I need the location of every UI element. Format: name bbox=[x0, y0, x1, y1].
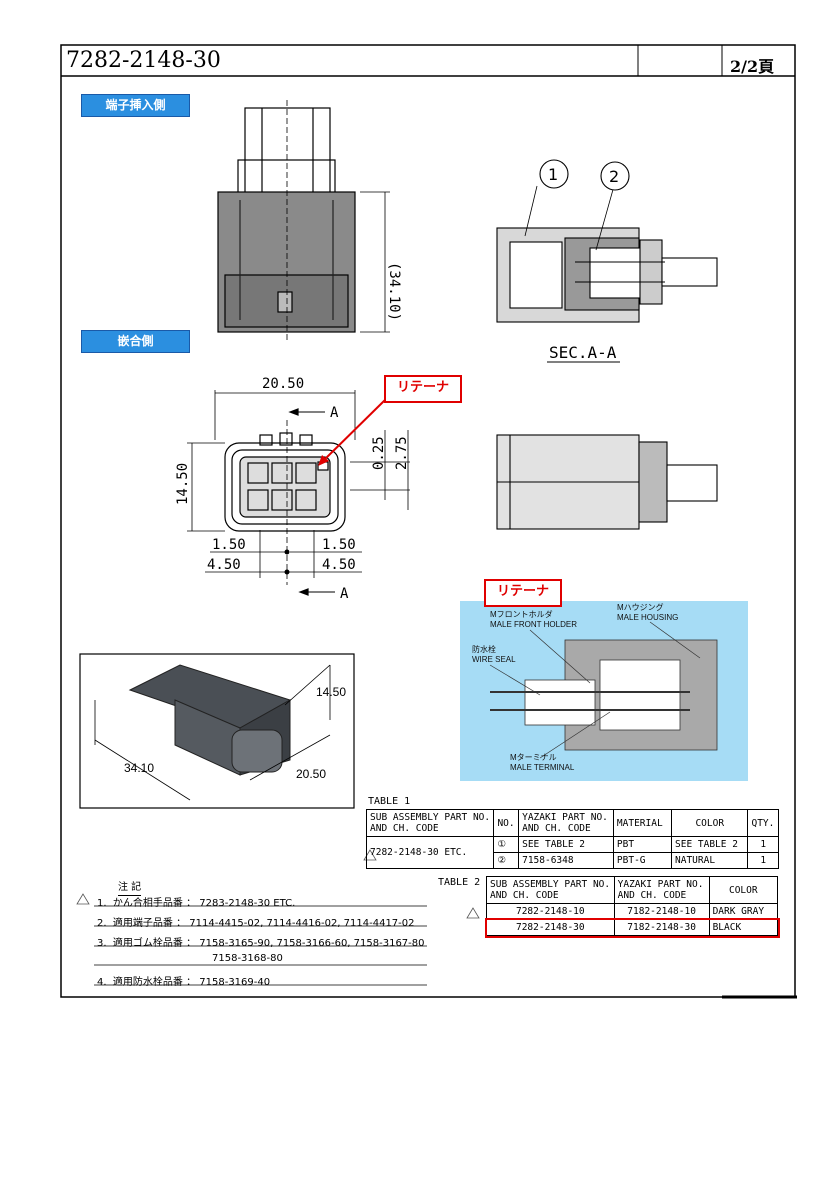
t1-qty: 1 bbox=[747, 852, 779, 869]
t2-color: BLACK bbox=[708, 919, 779, 936]
part-number-title: 7282-2148-30 bbox=[66, 48, 221, 73]
t2-sub: 7282-2148-10 bbox=[486, 903, 615, 920]
notes-title: 注 記 bbox=[118, 878, 142, 896]
warning-icon bbox=[466, 907, 480, 919]
isometric-connector bbox=[128, 664, 292, 776]
dim-275: 2.75 bbox=[394, 436, 410, 470]
t1-h-color: COLOR bbox=[671, 809, 749, 837]
t1-material: PBT-G bbox=[612, 852, 673, 869]
terminal-side-view bbox=[217, 100, 390, 340]
dim-450-right: 4.50 bbox=[322, 557, 356, 573]
t1-no: ① bbox=[493, 836, 520, 853]
dim-side: 14.50 bbox=[175, 463, 191, 505]
t2-h-sub: SUB ASSEMBLY PART NO. AND CH. CODE bbox=[486, 876, 615, 904]
t2-part: 7182-2148-10 bbox=[613, 903, 710, 920]
section-mark-top: A bbox=[330, 405, 339, 421]
t1-qty: 1 bbox=[747, 836, 779, 853]
dim-height: (34.10) bbox=[386, 262, 402, 321]
retainer-label: リテーナ bbox=[384, 375, 462, 403]
note-4: 4. 適用防水栓品番 ： 7158-3169-40 bbox=[97, 977, 271, 988]
front-holder-en: MALE FRONT HOLDER bbox=[490, 620, 577, 629]
section-a-a bbox=[496, 159, 718, 363]
warning-icon bbox=[76, 893, 90, 905]
note-2: 2. 適用端子品番 ： 7114-4415-02, 7114-4416-02, … bbox=[97, 918, 415, 929]
mating-side-view bbox=[187, 390, 410, 596]
iso-dim-length: 34.10 bbox=[124, 761, 154, 775]
seal-en: WIRE SEAL bbox=[472, 655, 516, 664]
housing-en: MALE HOUSING bbox=[617, 613, 678, 622]
table-row: 7282-2148-10 7182-2148-10 DARK GRAY bbox=[486, 903, 779, 920]
t1-h-material: MATERIAL bbox=[612, 809, 673, 837]
table-row: 7282-2148-30 7182-2148-30 BLACK bbox=[484, 917, 780, 938]
t2-part: 7182-2148-30 bbox=[613, 919, 710, 936]
t2-sub: 7282-2148-30 bbox=[486, 919, 615, 936]
table-row: 7282-2148-30 ETC. ① SEE TABLE 2 PBT SEE … bbox=[365, 836, 779, 869]
note-3b: 7158-3168-80 bbox=[212, 953, 283, 964]
t1-color: SEE TABLE 2 bbox=[671, 836, 749, 853]
t1-h-qty: QTY. bbox=[747, 809, 779, 837]
t1-h-part: YAZAKI PART NO. AND CH. CODE bbox=[518, 809, 614, 837]
note-1: 1. かん合相手品番 ： 7283-2148-30 ETC. bbox=[97, 898, 296, 909]
t1-color: NATURAL bbox=[671, 852, 749, 869]
terminal-jp: Mターミナル bbox=[510, 753, 557, 762]
table-1: SUB ASSEMBLY PART NO. AND CH. CODE NO. Y… bbox=[365, 809, 779, 869]
callout-2: 2 bbox=[609, 167, 619, 186]
cutaway-view bbox=[460, 601, 748, 781]
t1-assembly: 7282-2148-30 ETC. bbox=[365, 836, 495, 869]
section-mark-bottom: A bbox=[340, 586, 349, 602]
housing-jp: Mハウジング bbox=[617, 602, 664, 612]
page-number: 2/2頁 bbox=[730, 57, 775, 76]
seal-jp: 防水栓 bbox=[472, 644, 496, 654]
table-row: ② 7158-6348 PBT-G NATURAL 1 bbox=[367, 852, 779, 869]
t1-h-no: NO. bbox=[493, 809, 520, 837]
section-label: SEC.A-A bbox=[549, 343, 617, 362]
t1-material: PBT bbox=[612, 836, 673, 853]
table2-caption: TABLE 2 bbox=[438, 877, 481, 888]
t1-no: ② bbox=[493, 852, 520, 869]
dim-150-right: 1.50 bbox=[322, 537, 356, 553]
t2-h-part: YAZAKI PART NO. AND CH. CODE bbox=[613, 876, 710, 904]
table-2: SUB ASSEMBLY PART NO. AND CH. CODE YAZAK… bbox=[484, 876, 780, 938]
front-holder-jp: Mフロントホルダ bbox=[490, 609, 553, 619]
terminal-side-label: 端子挿入側 bbox=[81, 94, 190, 117]
side-view bbox=[496, 434, 718, 530]
t2-color: DARK GRAY bbox=[708, 903, 779, 920]
t1-part: SEE TABLE 2 bbox=[518, 836, 614, 853]
t1-h-sub: SUB ASSEMBLY PART NO. AND CH. CODE bbox=[365, 809, 495, 837]
note-3: 3. 適用ゴム栓品番 ： 7158-3165-90, 7158-3166-60,… bbox=[97, 938, 425, 949]
terminal-en: MALE TERMINAL bbox=[510, 763, 575, 772]
callout-1: 1 bbox=[548, 165, 558, 184]
mating-side-label: 嵌合側 bbox=[81, 330, 190, 353]
dim-width: 20.50 bbox=[262, 376, 304, 392]
retainer-label-2: リテーナ bbox=[484, 579, 562, 607]
table1-caption: TABLE 1 bbox=[368, 796, 411, 807]
iso-dim-width: 20.50 bbox=[296, 767, 326, 781]
t1-part: 7158-6348 bbox=[518, 852, 614, 869]
t2-h-color: COLOR bbox=[708, 876, 779, 904]
dim-150-left: 1.50 bbox=[212, 537, 246, 553]
dim-450-left: 4.50 bbox=[207, 557, 241, 573]
dim-025: 0.25 bbox=[371, 436, 387, 470]
iso-dim-height: 14.50 bbox=[316, 685, 346, 699]
